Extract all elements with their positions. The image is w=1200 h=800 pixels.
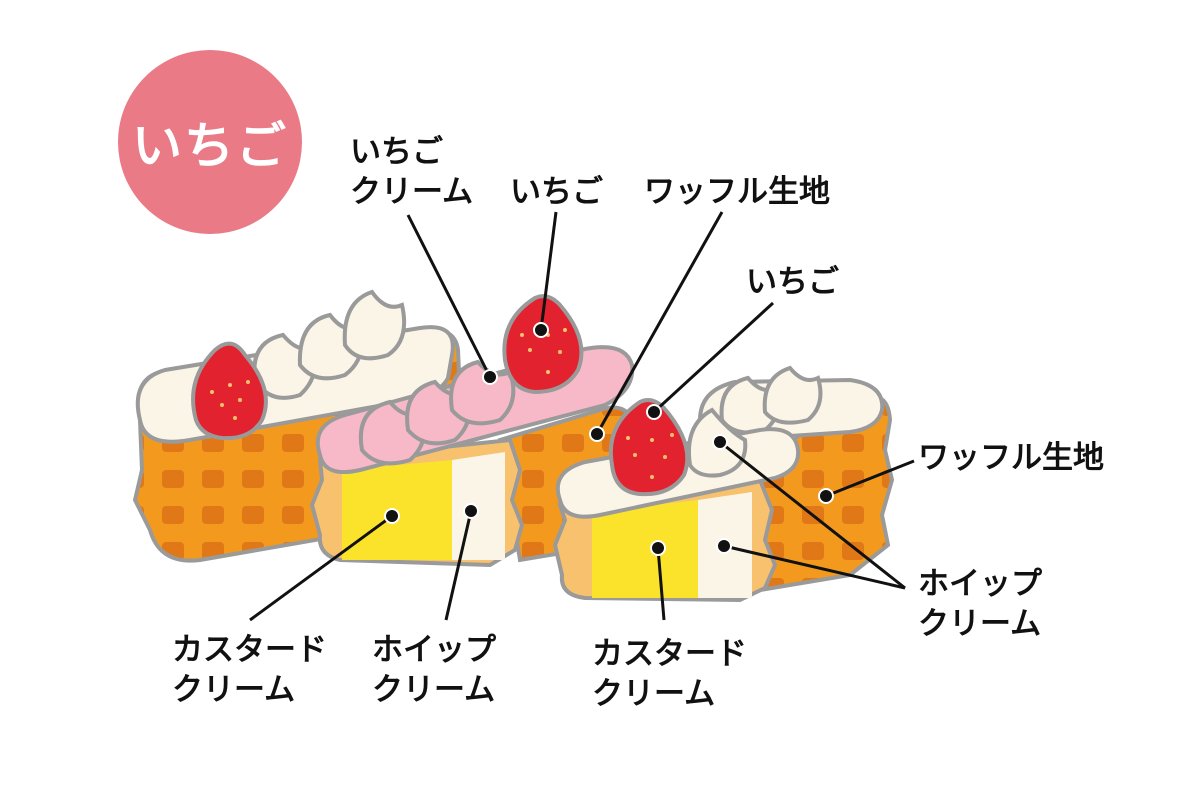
strawberry-right	[608, 398, 690, 497]
label-whipped-mid: ホイップ クリーム	[372, 630, 496, 710]
dot-strawberry-top-2	[646, 404, 662, 420]
label-strawberry-cream: いちご クリーム	[350, 132, 473, 212]
dot-waffle-right	[818, 488, 834, 504]
label-whipped-mid-line-2: クリーム	[372, 672, 496, 708]
label-waffle-right: ワッフル生地	[918, 438, 1104, 478]
dot-whipped-right-a	[712, 434, 728, 450]
leader-whipped-mid	[444, 510, 473, 621]
strawberry-middle	[502, 294, 584, 395]
waffle-right	[552, 365, 895, 603]
label-strawberry-cream-line-1: いちご	[350, 134, 443, 170]
leader-lines	[249, 211, 915, 622]
dot-strawberry-top-1	[533, 322, 549, 338]
dot-custard-left	[384, 508, 400, 524]
dot-waffle-top	[589, 426, 605, 442]
label-custard-mid-line-1: カスタード	[592, 636, 747, 672]
leader-custard-mid	[656, 547, 666, 621]
leader-waffle-right	[825, 459, 915, 498]
label-strawberry-top-2: いちご	[746, 262, 839, 302]
dot-whipped-mid	[463, 503, 479, 519]
label-custard-mid-line-2: クリーム	[592, 676, 716, 712]
strawberry-left	[191, 341, 268, 441]
title-text: いちご	[132, 117, 288, 175]
label-whipped-right-line-2: クリーム	[918, 606, 1042, 642]
label-strawberry-top-1: いちご	[510, 172, 603, 212]
label-custard-mid: カスタード クリーム	[592, 634, 747, 714]
leader-strawberry-top-2	[652, 301, 775, 414]
custard-right	[592, 500, 698, 598]
title-badge	[118, 50, 302, 234]
leader-dots	[384, 322, 834, 556]
leader-custard-left	[249, 514, 393, 622]
dot-custard-mid	[650, 540, 666, 556]
leader-waffle-top	[595, 211, 724, 435]
label-strawberry-cream-line-2: クリーム	[350, 174, 474, 210]
leader-whipped-right-a	[719, 440, 906, 590]
label-whipped-right-line-1: ホイップ	[918, 566, 1042, 602]
leader-strawberry-top-1	[539, 211, 558, 331]
label-custard-left-line-2: クリーム	[172, 672, 296, 708]
waffle-left	[132, 289, 473, 563]
leader-strawberry-cream	[406, 214, 492, 378]
label-strawberry-top-1-text: いちご	[510, 174, 603, 210]
leader-whipped-right-b	[723, 544, 906, 590]
dot-whipped-right-b	[716, 538, 732, 554]
label-waffle-top: ワッフル生地	[644, 172, 830, 212]
strawberry-cream-puffs	[358, 359, 516, 466]
dot-strawberry-cream	[482, 369, 498, 385]
label-waffle-top-text: ワッフル生地	[644, 174, 830, 210]
whipped-cream-puffs-left	[252, 289, 407, 400]
label-whipped-mid-line-1: ホイップ	[372, 632, 496, 668]
label-custard-left: カスタード クリーム	[172, 630, 327, 710]
whipped-middle	[452, 452, 505, 560]
label-strawberry-top-2-text: いちご	[746, 264, 839, 300]
label-waffle-right-text: ワッフル生地	[918, 440, 1104, 476]
label-whipped-right: ホイップ クリーム	[918, 564, 1042, 644]
label-custard-left-line-1: カスタード	[172, 632, 327, 668]
